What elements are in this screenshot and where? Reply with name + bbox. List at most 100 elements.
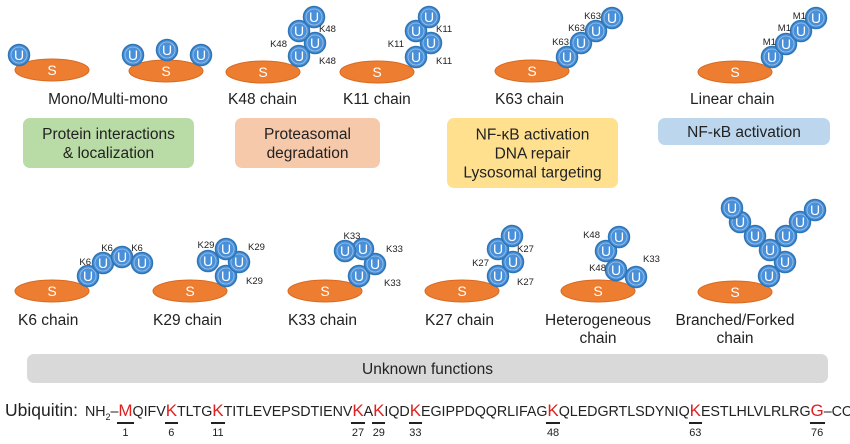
substrate-label: S (372, 64, 381, 80)
ubiquitin-ring (133, 254, 151, 272)
sequence-segment: QIFV (132, 404, 166, 420)
linkage-label: K6 (79, 257, 91, 268)
residue-letter: K (165, 401, 177, 420)
sequence-segment: EGIPPDQQRLIFAG (421, 404, 548, 420)
function-box-unknown: Unknown functions (27, 354, 828, 383)
ubiquitin-circle (347, 264, 371, 288)
ubiquitin-ring (290, 22, 308, 40)
substrate-ellipse (697, 280, 773, 304)
residue-number: 76 (811, 427, 824, 439)
sequence-segment: IQD (384, 404, 410, 420)
ubiquitin-circle (774, 32, 798, 56)
linkage-label: K48 (319, 24, 336, 35)
ubiquitin-circle (500, 224, 524, 248)
ubiquitin-circle (196, 249, 220, 273)
ubiquitin-circle (584, 19, 608, 43)
function-text: degradation (267, 145, 349, 162)
ubiquitin-circle (788, 210, 812, 234)
ubiquitin-circle (404, 19, 428, 43)
substrate-label: S (47, 62, 56, 78)
ubiquitin-ring (627, 268, 645, 286)
ubiquitin-ring (504, 253, 522, 271)
ubiquitin-circle (333, 239, 357, 263)
chain-type-label: K63 chain (495, 91, 564, 108)
ubiquitin-circle (803, 198, 827, 222)
substrate-label: S (527, 63, 536, 79)
chain-type-label: K11 chain (343, 91, 411, 108)
ubiquitin-ring (217, 267, 235, 285)
ubiquitin-ring (572, 34, 590, 52)
ubiquitin-label: U (370, 256, 380, 272)
function-text: Proteasomal (264, 126, 351, 143)
linkage-label: K63 (568, 23, 585, 34)
ubiquitin-circle (624, 265, 648, 289)
ubiquitin-ring (420, 8, 438, 26)
ubiquitin-circle (76, 264, 100, 288)
ubiquitin-ring (230, 253, 248, 271)
chain-type-label: chain (579, 330, 616, 347)
ubiquitin-label: U (117, 249, 127, 265)
substrate-ellipse (152, 279, 228, 303)
ubiquitin-label: U (162, 42, 172, 58)
linkage-label: K33 (386, 244, 403, 255)
residue-underline (546, 422, 560, 424)
ubiquitin-ring (763, 48, 781, 66)
ubiquitin-label: U (137, 255, 147, 271)
ubiquitin-ring (407, 48, 425, 66)
ubiquitin-ring (777, 35, 795, 53)
ubiquitin-label: U (811, 10, 821, 26)
ubiquitin-ring (607, 261, 625, 279)
substrate-ellipse (424, 279, 500, 303)
linkage-label: K29 (246, 276, 263, 287)
ubiquitin-ring (199, 252, 217, 270)
ubiquitin-circle (743, 224, 767, 248)
ubiquitin-ring (290, 47, 308, 65)
substrate-label: S (730, 64, 739, 80)
residue-number: 33 (409, 427, 422, 439)
ubiquitin-ring (776, 253, 794, 271)
substrate-label: S (320, 283, 329, 299)
ubiquitin-label: U (765, 242, 775, 258)
ubiquitin-circle (607, 225, 631, 249)
ubiquitin-label: U (196, 47, 206, 63)
ubiquitin-label: U (340, 243, 350, 259)
residue-letter: K (547, 401, 559, 420)
residue-underline (809, 422, 825, 424)
function-box-nfkb-activation: NF-κB activation (658, 118, 830, 145)
ubiquitin-label: U (735, 214, 745, 230)
ubiquitin-label: U (354, 268, 364, 284)
ubiquitin-circle (419, 31, 443, 55)
function-box-background (447, 118, 618, 188)
ubiquitin-label: U (780, 254, 790, 270)
ubiquitin-ring (597, 242, 615, 260)
function-box-proteasomal-degradation: Proteasomal degradation (235, 118, 380, 168)
function-text: DNA repair (495, 146, 571, 163)
ubiquitin-circle (569, 31, 593, 55)
ubiquitin-label: U (795, 214, 805, 230)
ubiquitin-circle (600, 6, 624, 30)
ubiquitin-ring (407, 22, 425, 40)
residue-letter: K (409, 401, 421, 420)
residue-underline (688, 422, 702, 424)
ubiquitin-circle (363, 252, 387, 276)
chain-type-label: K48 chain (228, 91, 297, 108)
function-text: Lysosomal targeting (463, 165, 601, 182)
ubiquitin-ring (94, 254, 112, 272)
ubiquitin-label: U (631, 269, 641, 285)
linkage-label: M1 (793, 11, 806, 22)
ubiquitin-ring (603, 9, 621, 27)
ubiquitin-ring (489, 267, 507, 285)
sequence-segment: TLTG (177, 404, 213, 420)
linkage-label: M1 (763, 37, 776, 48)
linkage-label: K6 (131, 243, 143, 254)
ubiquitin-label: U (14, 47, 24, 63)
residue-letter: K (689, 401, 701, 420)
function-box-background (27, 354, 828, 383)
ubiquitin-label: U (607, 10, 617, 26)
ubiquitin-ring (158, 41, 176, 59)
ubiquitin-ring (610, 228, 628, 246)
substrate-ellipse (14, 58, 90, 82)
